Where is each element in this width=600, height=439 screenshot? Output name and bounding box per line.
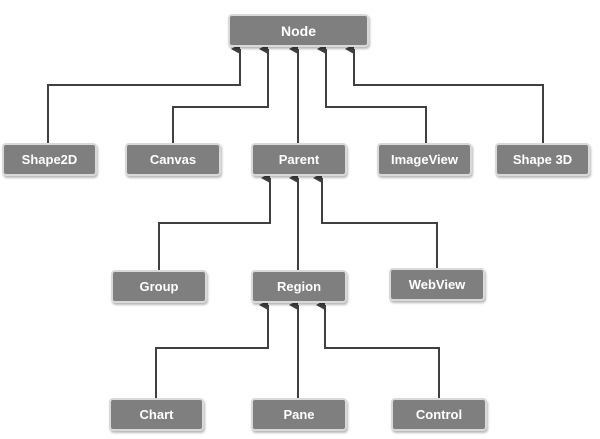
node-box-parent: Parent: [251, 143, 347, 176]
connector-shape3d-to-node: [345, 44, 544, 143]
node-box-chart: Chart: [109, 398, 204, 431]
node-box-canvas: Canvas: [125, 143, 221, 176]
node-box-webview: WebView: [389, 268, 485, 301]
connector-webview-to-parent: [313, 173, 438, 268]
connector-imageview-to-node: [317, 44, 427, 143]
node-box-shape2d: Shape2D: [2, 143, 97, 176]
connector-control-to-region: [316, 300, 440, 398]
node-box-imageview: ImageView: [377, 143, 472, 176]
node-box-control: Control: [391, 398, 487, 431]
connector-canvas-to-node: [172, 44, 269, 143]
connector-group-to-parent: [158, 173, 271, 270]
connector-shape2d-to-node: [47, 44, 241, 143]
node-box-group: Group: [111, 270, 207, 303]
node-box-pane: Pane: [251, 398, 347, 431]
node-box-node: Node: [228, 14, 369, 47]
connector-chart-to-region: [155, 300, 269, 398]
node-box-region: Region: [251, 270, 347, 303]
node-box-shape3d: Shape 3D: [495, 143, 590, 176]
